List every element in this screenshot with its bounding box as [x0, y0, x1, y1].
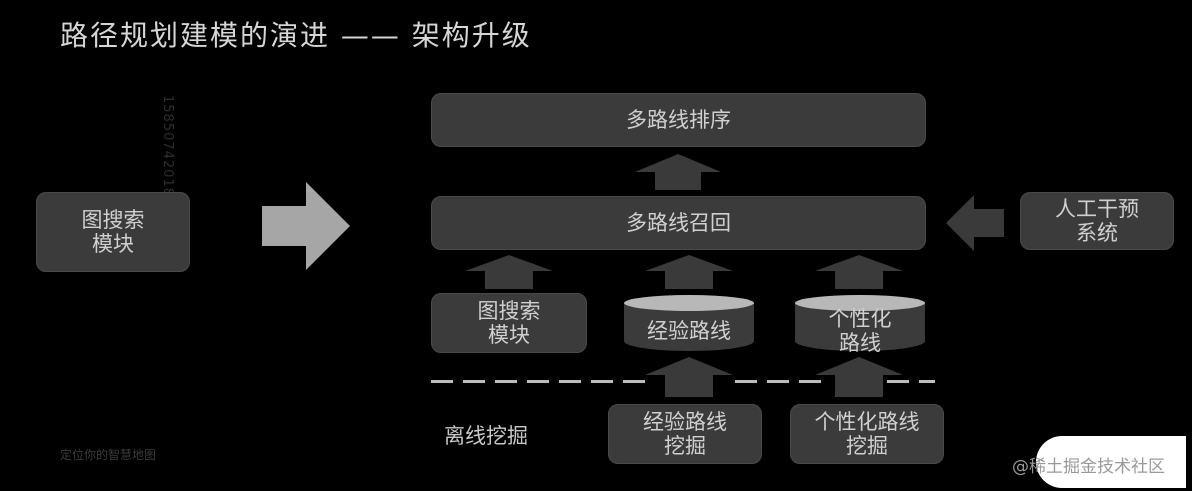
left-arrow-icon: [946, 195, 1004, 251]
divider-dash: [799, 380, 821, 383]
experience-route-mining-box: 经验路线 挖掘: [608, 404, 762, 464]
faint-footer-text: 定位你的智慧地图: [60, 448, 157, 462]
up-arrow-icon: [635, 154, 721, 190]
experience-routes-database: 经验路线: [622, 293, 756, 353]
offline-mining-label: 离线挖掘: [444, 424, 528, 448]
manual-intervention-box: 人工干预 系统: [1020, 192, 1174, 250]
up-arrow-icon: [645, 255, 733, 289]
graph-search-module-box: 图搜索 模块: [431, 293, 587, 353]
divider-dash: [919, 380, 935, 383]
divider-dash: [735, 380, 757, 383]
manual-intervention-label: 人工干预 系统: [1055, 197, 1139, 245]
divider-dash: [559, 380, 581, 383]
up-arrow-icon: [465, 255, 553, 289]
up-arrow-icon: [815, 255, 903, 289]
database-cylinder-icon: [795, 295, 925, 351]
personalized-routes-label: 个性化 路线: [828, 307, 892, 355]
brand-watermark: @稀土掘金技术社区: [1012, 457, 1165, 477]
experience-mining-label: 经验路线 挖掘: [643, 410, 727, 458]
divider-dash: [767, 380, 789, 383]
slide-title: 路径规划建模的演进 —— 架构升级: [60, 19, 532, 52]
left-module-label: 图搜索 模块: [81, 208, 145, 256]
ranking-label: 多路线排序: [626, 108, 731, 132]
multi-route-ranking-box: 多路线排序: [431, 93, 926, 147]
divider-dash: [623, 380, 645, 383]
divider-dash: [887, 380, 909, 383]
divider-dash: [495, 380, 517, 383]
personalized-route-mining-box: 个性化路线 挖掘: [790, 404, 944, 464]
experience-routes-label: 经验路线: [647, 319, 731, 343]
brand-badge: [1036, 436, 1186, 488]
personalized-mining-label: 个性化路线 挖掘: [814, 410, 920, 458]
database-cylinder-icon: [624, 295, 754, 351]
personalized-routes-database: 个性化 路线: [793, 293, 927, 355]
divider-dash: [463, 380, 485, 383]
up-arrow-icon: [645, 357, 733, 397]
divider-dash: [527, 380, 549, 383]
evolution-arrow-icon: [262, 182, 350, 270]
divider-dash: [431, 380, 453, 383]
left-graph-search-module: 图搜索 模块: [36, 192, 190, 272]
graph-search-label: 图搜索 模块: [477, 299, 541, 347]
recall-label: 多路线召回: [626, 211, 731, 235]
up-arrow-icon: [815, 357, 903, 397]
multi-route-recall-box: 多路线召回: [431, 196, 926, 250]
divider-dash: [591, 380, 613, 383]
